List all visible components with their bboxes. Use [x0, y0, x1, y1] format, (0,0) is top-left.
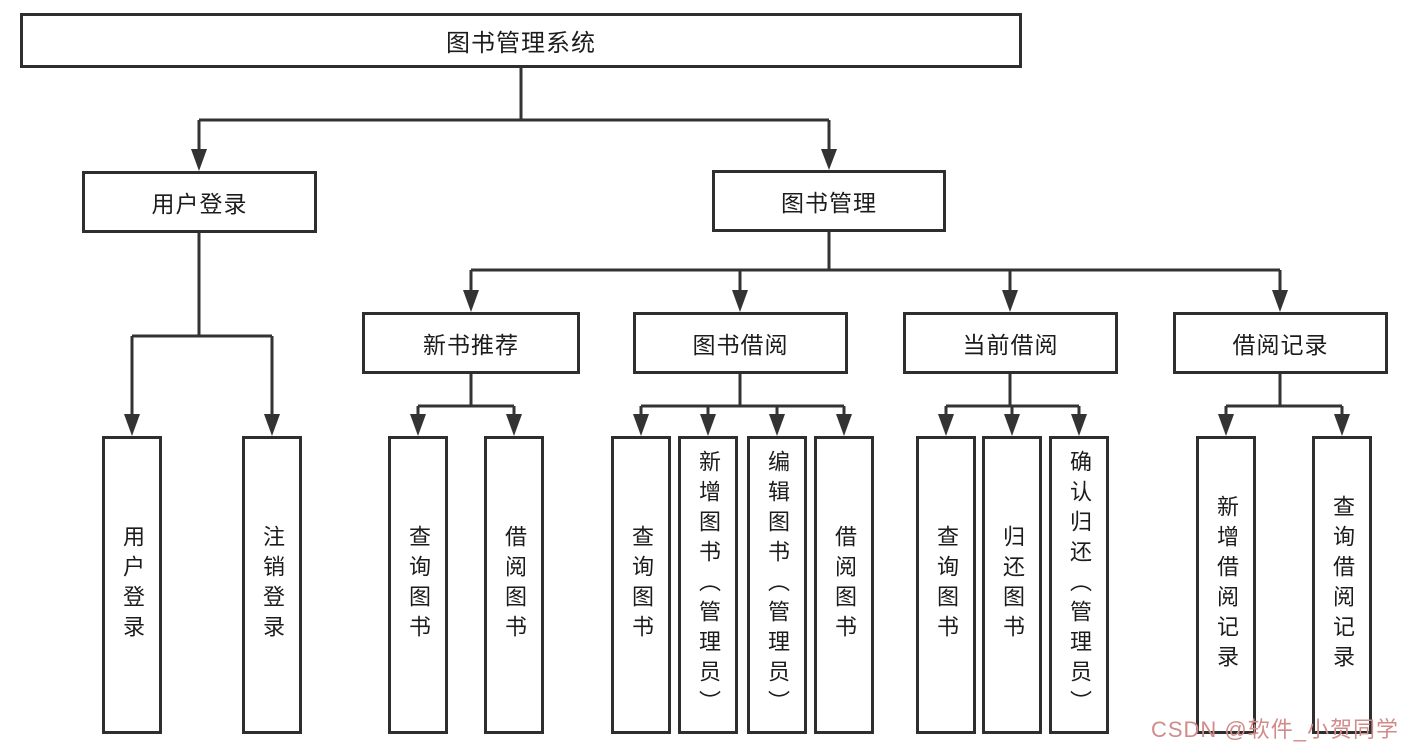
node-leaf-query-books-1: 查询图书 — [388, 436, 448, 734]
node-leaf-edit-book-admin-label: 编辑图书（管理员） — [765, 450, 790, 720]
node-leaf-user-login-label: 用户登录 — [120, 525, 145, 645]
node-root-label: 图书管理系统 — [446, 30, 596, 57]
arrowheads-level4 — [410, 414, 1350, 436]
node-leaf-return-book-label: 归还图书 — [1000, 525, 1025, 645]
node-borrow-records-label: 借阅记录 — [1232, 332, 1329, 358]
node-leaf-query-books-1-label: 查询图书 — [406, 525, 431, 645]
node-user-login-label: 用户登录 — [151, 191, 248, 217]
arrowheads-level3 — [463, 290, 1288, 312]
node-leaf-confirm-return-admin: 确认归还（管理员） — [1049, 436, 1109, 734]
node-leaf-borrow-books-2-label: 借阅图书 — [832, 525, 857, 645]
node-leaf-user-login: 用户登录 — [102, 436, 162, 734]
node-leaf-logout-label: 注销登录 — [260, 525, 285, 645]
node-book-borrow-label: 图书借阅 — [692, 332, 789, 358]
node-leaf-edit-book-admin: 编辑图书（管理员） — [747, 436, 807, 734]
node-user-login: 用户登录 — [82, 171, 317, 233]
node-leaf-query-borrow-record-label: 查询借阅记录 — [1330, 495, 1355, 675]
node-new-book-recommend-label: 新书推荐 — [423, 332, 519, 358]
node-leaf-logout: 注销登录 — [242, 436, 302, 734]
node-leaf-borrow-books-1: 借阅图书 — [484, 436, 544, 734]
node-book-management-label: 图书管理 — [781, 190, 877, 216]
node-leaf-query-books-3-label: 查询图书 — [934, 525, 959, 645]
node-leaf-add-book-admin-label: 新增图书（管理员） — [696, 450, 721, 720]
node-leaf-borrow-books-1-label: 借阅图书 — [502, 525, 527, 645]
arrowheads-level2 — [191, 149, 837, 171]
connector-new-book-children — [416, 374, 516, 415]
node-leaf-query-books-2-label: 查询图书 — [629, 525, 654, 645]
node-current-borrow: 当前借阅 — [903, 312, 1118, 374]
connector-book-borrow-children — [639, 374, 846, 415]
node-leaf-query-borrow-record: 查询借阅记录 — [1312, 436, 1372, 734]
node-root: 图书管理系统 — [20, 13, 1022, 68]
node-leaf-add-borrow-record-label: 新增借阅记录 — [1214, 495, 1239, 675]
node-leaf-return-book: 归还图书 — [982, 436, 1042, 734]
connector-user-login-children — [130, 233, 274, 415]
node-leaf-add-book-admin: 新增图书（管理员） — [678, 436, 738, 734]
node-current-borrow-label: 当前借阅 — [962, 332, 1059, 358]
node-leaf-query-books-2: 查询图书 — [611, 436, 671, 734]
connector-current-borrow-children — [944, 374, 1081, 415]
node-borrow-records: 借阅记录 — [1173, 312, 1388, 374]
watermark: CSDN @软件_小贺同学 — [1150, 717, 1399, 742]
connector-root-to-level2 — [197, 68, 831, 150]
node-book-management: 图书管理 — [712, 170, 946, 232]
connector-borrow-records-children — [1224, 374, 1344, 415]
node-book-borrow: 图书借阅 — [633, 312, 848, 374]
node-leaf-confirm-return-admin-label: 确认归还（管理员） — [1067, 450, 1092, 720]
connector-book-mgmt-to-level3 — [469, 232, 1282, 292]
node-new-book-recommend: 新书推荐 — [362, 312, 580, 374]
node-leaf-borrow-books-2: 借阅图书 — [814, 436, 874, 734]
arrowheads-user-login-children — [124, 414, 280, 436]
node-leaf-query-books-3: 查询图书 — [916, 436, 976, 734]
node-leaf-add-borrow-record: 新增借阅记录 — [1196, 436, 1256, 734]
